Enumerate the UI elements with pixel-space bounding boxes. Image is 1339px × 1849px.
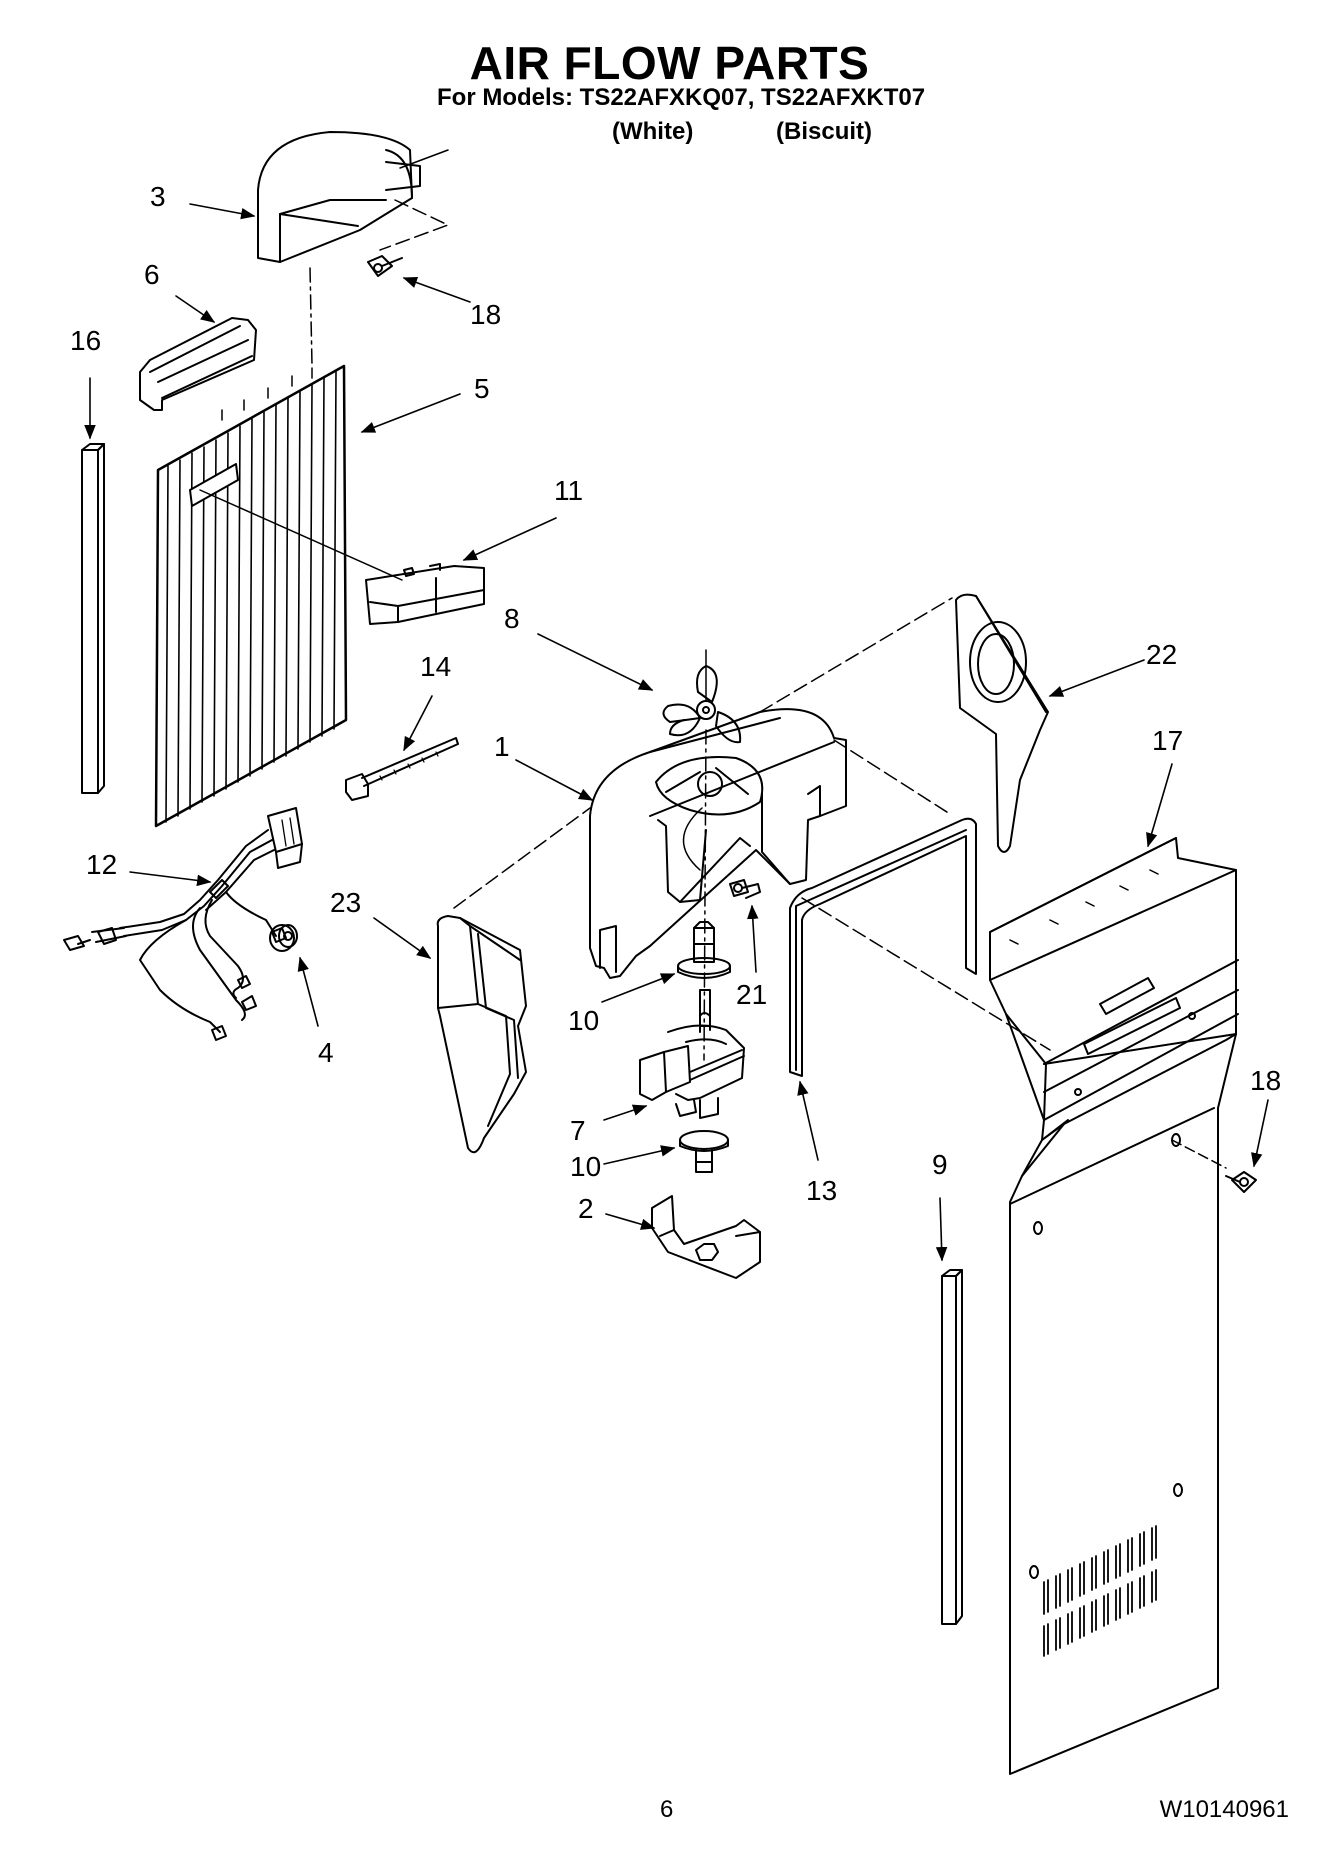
- fan-blade-part: [662, 665, 742, 744]
- callout-1: 1: [494, 731, 510, 762]
- document-number: W10140961: [1159, 1796, 1289, 1823]
- foam-strip-part-9: [941, 1269, 963, 1625]
- u-seal-part: [789, 817, 977, 1077]
- page-title: AIR FLOW PARTS: [469, 37, 870, 89]
- fan-motor-part: [639, 989, 745, 1119]
- callout-11: 11: [554, 475, 583, 506]
- grille-part: [139, 317, 257, 411]
- grommet-part-lower: [679, 1130, 729, 1173]
- callout-22: 22: [1146, 639, 1177, 670]
- callout-5: 5: [474, 373, 490, 404]
- grommet-part: [677, 921, 731, 979]
- callout-4: 4: [318, 1037, 334, 1068]
- callout-12: 12: [86, 849, 117, 880]
- screw-part: [367, 255, 403, 277]
- foam-baffle-part: [436, 915, 527, 1154]
- duct-baffle-part: [955, 593, 1049, 853]
- rear-duct-panel-part: [989, 837, 1239, 1775]
- callout-8: 8: [504, 603, 520, 634]
- callout-13: 13: [806, 1175, 837, 1206]
- callout-10: 10: [568, 1005, 599, 1036]
- callout-17: 17: [1152, 725, 1183, 756]
- callout-leaders: [84, 203, 1269, 1262]
- callout-9: 9: [932, 1149, 948, 1180]
- callout-23: 23: [330, 887, 361, 918]
- model-list: For Models: TS22AFXKQ07, TS22AFXKT07: [437, 84, 926, 111]
- foam-strip-part: [81, 443, 105, 794]
- callout-labels: 3 18 6 16 5 11 8 14 1 22 17 12 23 4 21 1…: [70, 181, 1281, 1224]
- screw-part-right: [1225, 1171, 1257, 1193]
- color-variant-biscuit: (Biscuit): [776, 118, 872, 145]
- bracket-part: [365, 563, 485, 625]
- color-variant-white: (White): [612, 118, 694, 145]
- callout-10b: 10: [570, 1151, 601, 1182]
- motor-bracket-part: [651, 1195, 761, 1279]
- callout-18b: 18: [1250, 1065, 1281, 1096]
- callout-16: 16: [70, 325, 101, 356]
- callout-2: 2: [578, 1193, 594, 1224]
- evaporator-cover-part: [154, 364, 348, 828]
- callout-14: 14: [420, 651, 451, 682]
- fan-shroud-part: [589, 708, 847, 979]
- callout-6: 6: [144, 259, 160, 290]
- callout-18: 18: [470, 299, 501, 330]
- screw-part-21: [729, 879, 761, 899]
- callout-7: 7: [570, 1115, 586, 1146]
- cable-tie-part: [345, 737, 459, 801]
- page-number: 6: [660, 1796, 674, 1823]
- callout-3: 3: [150, 181, 166, 212]
- callout-21: 21: [736, 979, 767, 1010]
- wiring-harness-part: [63, 807, 303, 1041]
- duct-cover-part: [257, 131, 449, 263]
- plug-part: [269, 924, 298, 952]
